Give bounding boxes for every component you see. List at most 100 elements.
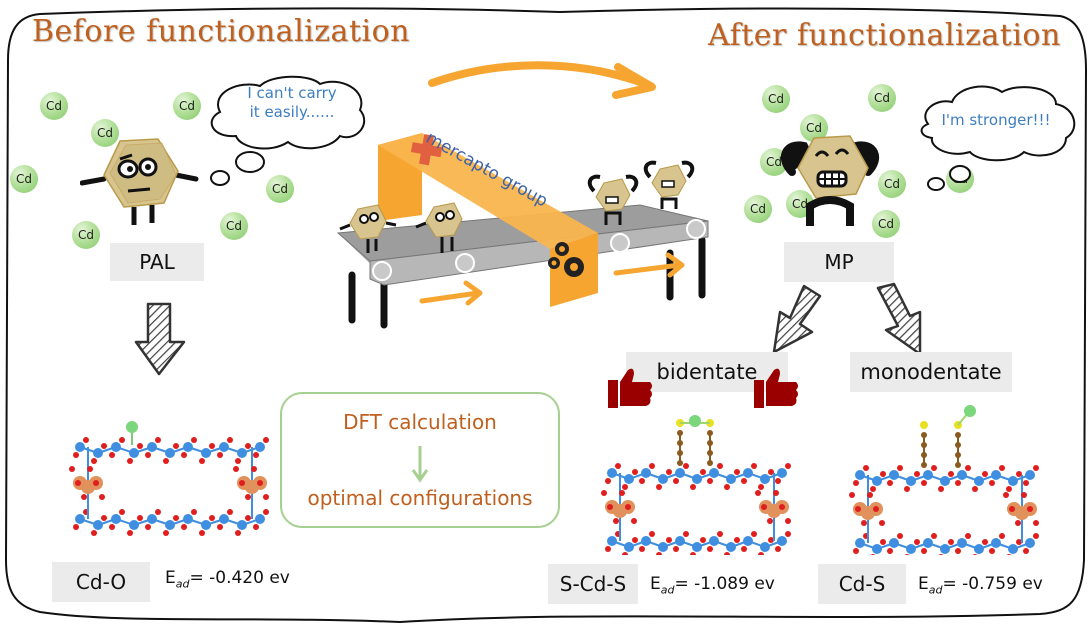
o-atom — [779, 504, 785, 510]
si-atom — [658, 474, 668, 484]
o-atom — [761, 504, 767, 510]
o-atom — [239, 480, 245, 486]
si-atom — [726, 474, 736, 484]
si-atom — [237, 448, 247, 458]
o-atom — [904, 554, 910, 555]
thumbs-up-icon — [608, 368, 652, 408]
o-atom — [965, 533, 971, 539]
o-atom — [948, 539, 954, 545]
o-atom — [245, 515, 251, 521]
si-atom — [201, 520, 211, 530]
o-atom — [137, 515, 143, 521]
o-atom — [263, 509, 269, 515]
si-atom — [219, 514, 229, 524]
o-atom — [734, 469, 740, 475]
scared-character-icon — [339, 204, 397, 253]
o-atom — [734, 537, 740, 543]
o-atom — [965, 465, 971, 471]
o-atom — [870, 554, 876, 555]
o-atom — [897, 533, 903, 539]
si-atom — [760, 474, 770, 484]
si-atom — [940, 476, 950, 486]
down-arrow-icon — [411, 446, 429, 483]
si-atom — [147, 442, 157, 452]
o-atom — [245, 443, 251, 449]
o-atom — [251, 466, 257, 472]
si-atom — [675, 536, 685, 546]
after-heading: After functionalization — [708, 18, 1061, 53]
o-atom — [683, 463, 689, 469]
si-atom — [1025, 538, 1035, 548]
o-atom — [700, 469, 706, 475]
o-atom — [867, 492, 873, 498]
si-atom — [129, 448, 139, 458]
o-atom — [622, 484, 628, 490]
si-atom — [743, 468, 753, 478]
o-atom — [1033, 465, 1039, 471]
o-atom — [101, 443, 107, 449]
o-atom — [1016, 539, 1022, 545]
o-atom — [690, 552, 696, 555]
process-arrow-icon — [428, 61, 656, 99]
o-atom — [191, 437, 197, 443]
o-atom — [109, 452, 115, 458]
si-atom — [607, 468, 617, 478]
scared-character-icon — [415, 202, 463, 253]
o-atom — [69, 466, 75, 472]
o-atom — [724, 484, 730, 490]
o-atom — [931, 465, 937, 471]
strong-character-icon — [587, 174, 639, 225]
o-atom — [773, 490, 779, 496]
cd-s-structure — [849, 405, 1039, 555]
o-atom — [245, 494, 251, 500]
o-atom — [861, 520, 867, 526]
split-arrows-icon — [772, 282, 922, 356]
o-atom — [768, 469, 774, 475]
o-atom — [619, 490, 625, 496]
o-atom — [1023, 548, 1029, 554]
o-atom — [1006, 554, 1012, 555]
o-atom — [785, 463, 791, 469]
o-atom — [83, 437, 89, 443]
o-atom — [163, 458, 169, 464]
before-heading: Before functionalization — [32, 14, 410, 49]
si-atom — [923, 538, 933, 548]
dft-box: DFT calculation optimal configurations — [280, 392, 560, 528]
o-atom — [601, 490, 607, 496]
o-atom — [758, 552, 764, 555]
si-atom — [760, 542, 770, 552]
o-atom — [751, 463, 757, 469]
o-atom — [724, 552, 730, 555]
o-atom — [263, 494, 269, 500]
o-atom — [631, 518, 637, 524]
o-atom — [972, 486, 978, 492]
si-atom — [974, 544, 984, 554]
si-atom — [219, 442, 229, 452]
o-atom — [989, 480, 995, 486]
cd-atom — [964, 405, 976, 417]
o-atom — [656, 484, 662, 490]
si-atom — [641, 468, 651, 478]
o-atom — [982, 471, 988, 477]
cd-ion: Cd — [173, 92, 201, 120]
o-atom — [999, 465, 1005, 471]
si-atom — [855, 470, 865, 480]
cd-ion: Cd — [878, 170, 906, 198]
o-atom — [887, 548, 893, 554]
si-atom — [129, 520, 139, 530]
o-atom — [191, 509, 197, 515]
cd-s-energy: Ead= -0.759 ev — [918, 574, 1043, 597]
o-atom — [263, 437, 269, 443]
o-atom — [673, 546, 679, 552]
o-atom — [921, 480, 927, 486]
o-atom — [227, 437, 233, 443]
si-atom — [709, 468, 719, 478]
si-atom — [111, 442, 121, 452]
o-atom — [1021, 492, 1027, 498]
si-atom — [692, 542, 702, 552]
si-atom — [165, 520, 175, 530]
o-atom — [625, 504, 631, 510]
o-atom — [235, 530, 241, 536]
o-atom — [75, 480, 81, 486]
